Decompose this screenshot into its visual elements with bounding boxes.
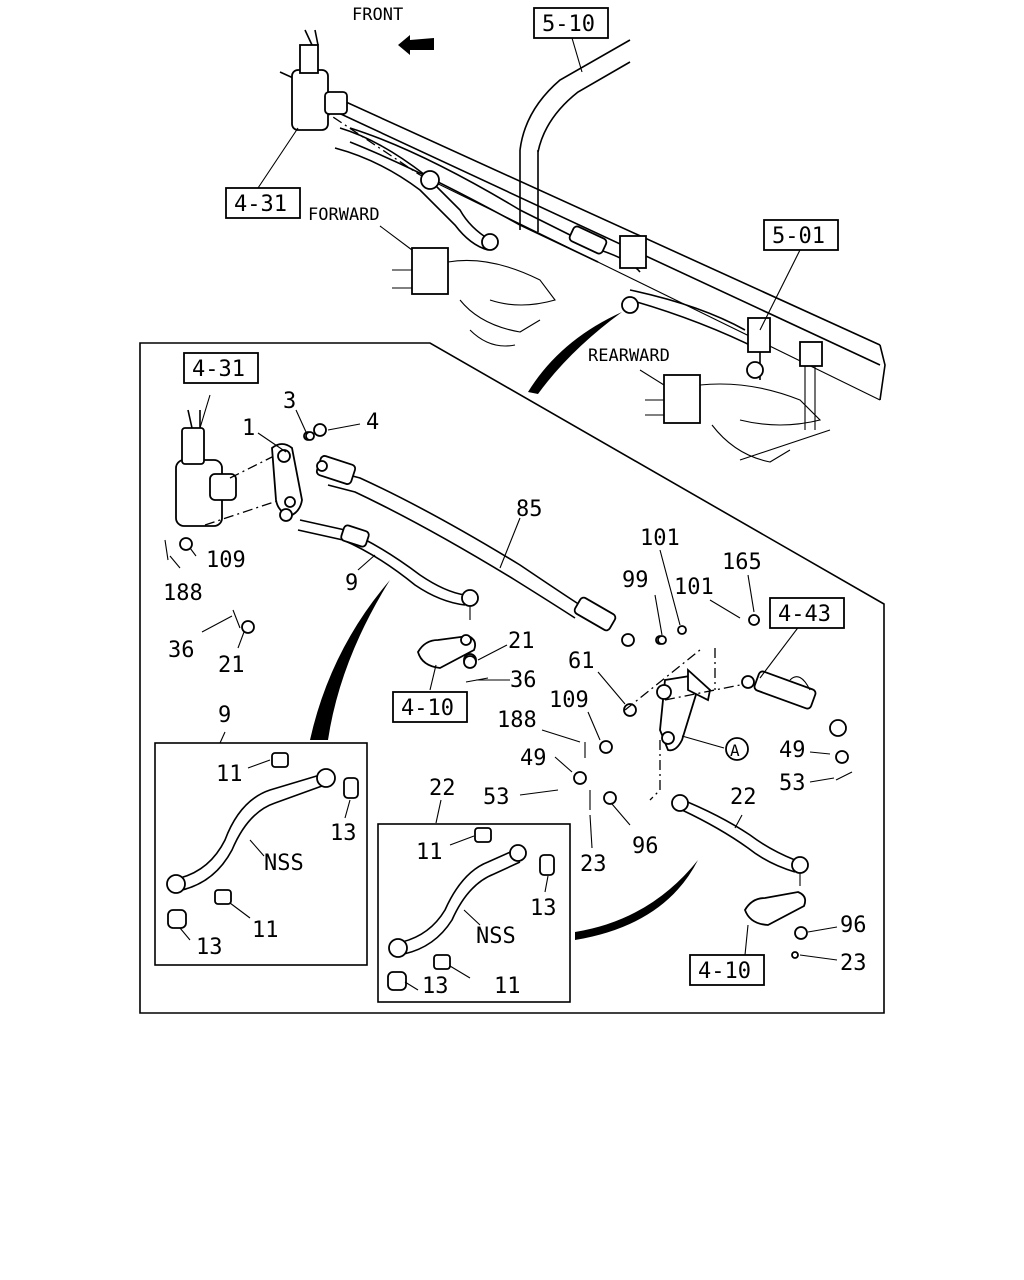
rear-gear-box xyxy=(747,317,771,353)
callout-23-right: 23 xyxy=(840,951,867,976)
callouts: 1 3 4 85 9 109 188 36 21 21 36 101 99 10… xyxy=(163,389,867,976)
pitman-arm xyxy=(271,423,327,522)
callout-109-left: 109 xyxy=(206,548,246,573)
inset-22-label-13-bottom: 13 xyxy=(422,974,449,999)
chassis-overview: FRONT FORWARD REARWARD xyxy=(257,5,886,463)
rear-ball-joint xyxy=(621,296,639,314)
callout-188-right: 188 xyxy=(497,708,537,733)
callout-109-right: 109 xyxy=(549,688,589,713)
callout-circle-a: A xyxy=(730,741,740,760)
callout-99: 99 xyxy=(622,568,649,593)
callout-22-rear: 22 xyxy=(730,785,757,810)
callout-21-left: 21 xyxy=(218,653,245,678)
inset-9-title: 9 xyxy=(218,703,231,728)
inset-9-box xyxy=(154,742,368,966)
ref-box-4-43 xyxy=(769,597,845,629)
inset-9-pointer xyxy=(310,580,390,740)
callout-1: 1 xyxy=(242,416,255,441)
callout-3: 3 xyxy=(283,389,296,414)
callout-23-left: 23 xyxy=(580,852,607,877)
callout-53-left: 53 xyxy=(483,785,510,810)
detail-pointer xyxy=(528,312,622,394)
callout-53-right: 53 xyxy=(779,771,806,796)
forward-caption: FORWARD xyxy=(308,205,380,225)
rearward-caption: REARWARD xyxy=(588,346,670,366)
ref-boxes: 5-10 4-31 5-01 4-31 4-10 4-43 4-10 xyxy=(183,7,845,986)
relay-bracket xyxy=(619,235,647,269)
front-arrow-icon xyxy=(398,35,434,55)
callout-96-right: 96 xyxy=(840,913,867,938)
callout-36-left: 36 xyxy=(168,638,195,663)
inset-9-label-nss: NSS xyxy=(264,851,304,876)
inset-9-label-11-top: 11 xyxy=(216,762,243,787)
inset-22-label-13-right: 13 xyxy=(530,896,557,921)
ref-box-4-10-lower xyxy=(689,954,765,986)
inset-22-label-11-top: 11 xyxy=(416,840,443,865)
inset-9-label-13-right: 13 xyxy=(330,821,357,846)
callout-101-upper: 101 xyxy=(640,526,680,551)
ref-box-4-43-label: 4-43 xyxy=(778,602,831,627)
ref-box-4-31-top-label: 4-31 xyxy=(234,192,287,217)
shock-mount xyxy=(799,341,823,367)
callout-61: 61 xyxy=(568,649,595,674)
ref-box-5-01-label: 5-01 xyxy=(772,224,825,249)
drag-link-9 xyxy=(297,519,479,620)
forward-ball-joint xyxy=(481,233,499,251)
frame-bushing xyxy=(420,170,440,190)
inset-22-label-nss: NSS xyxy=(476,924,516,949)
steering-gear-top xyxy=(291,69,329,131)
ref-box-4-31-detail xyxy=(183,352,259,384)
callout-49-right: 49 xyxy=(779,738,806,763)
inset-9-label-13-bottom: 13 xyxy=(196,935,223,960)
callout-165: 165 xyxy=(722,550,762,575)
leader-lines xyxy=(169,394,838,961)
callout-188-left: 188 xyxy=(163,581,203,606)
callout-49-left: 49 xyxy=(520,746,547,771)
front-caption: FRONT xyxy=(352,5,403,25)
callout-21-right: 21 xyxy=(508,629,535,654)
steering-gear-detail xyxy=(175,409,283,527)
steering-shaft-top xyxy=(299,44,319,74)
relay-rod xyxy=(315,455,635,647)
ref-box-4-31-detail-label: 4-31 xyxy=(192,357,245,382)
ref-box-5-10-label: 5-10 xyxy=(542,12,595,37)
ref-box-4-10-lower-label: 4-10 xyxy=(698,959,751,984)
inset-22-label-11-bottom: 11 xyxy=(494,974,521,999)
callout-22-inset: 22 xyxy=(429,776,456,801)
ref-box-4-10-upper xyxy=(392,691,468,723)
callout-85: 85 xyxy=(516,497,543,522)
inset-9-label-11-bottom: 11 xyxy=(252,918,279,943)
ref-box-4-10-upper-label: 4-10 xyxy=(401,696,454,721)
relay-cylinder xyxy=(568,225,608,255)
ref-box-5-10 xyxy=(533,7,609,39)
ref-box-5-01 xyxy=(763,219,839,251)
link-to-4-43 xyxy=(741,670,847,737)
hardware-small xyxy=(164,431,853,781)
inset-9: 9 11 13 NSS 11 13 xyxy=(154,703,368,966)
relay-lever xyxy=(573,615,760,810)
inset-22-pointer xyxy=(575,860,698,940)
rear-lever-pin xyxy=(746,361,764,379)
callout-4: 4 xyxy=(366,410,379,435)
inset-22-box xyxy=(377,823,571,1003)
gear-sector xyxy=(324,91,348,115)
callout-9: 9 xyxy=(345,571,358,596)
forward-bracket xyxy=(411,247,449,295)
detail-frame xyxy=(139,342,885,1014)
rearward-bracket xyxy=(663,374,701,424)
callout-36-right: 36 xyxy=(510,668,537,693)
ref-box-4-31-top xyxy=(225,187,301,219)
inset-22: 11 13 NSS 13 11 xyxy=(377,823,571,1003)
callout-96-left: 96 xyxy=(632,834,659,859)
callout-101-lower: 101 xyxy=(674,575,714,600)
drag-link-22 xyxy=(671,794,809,959)
